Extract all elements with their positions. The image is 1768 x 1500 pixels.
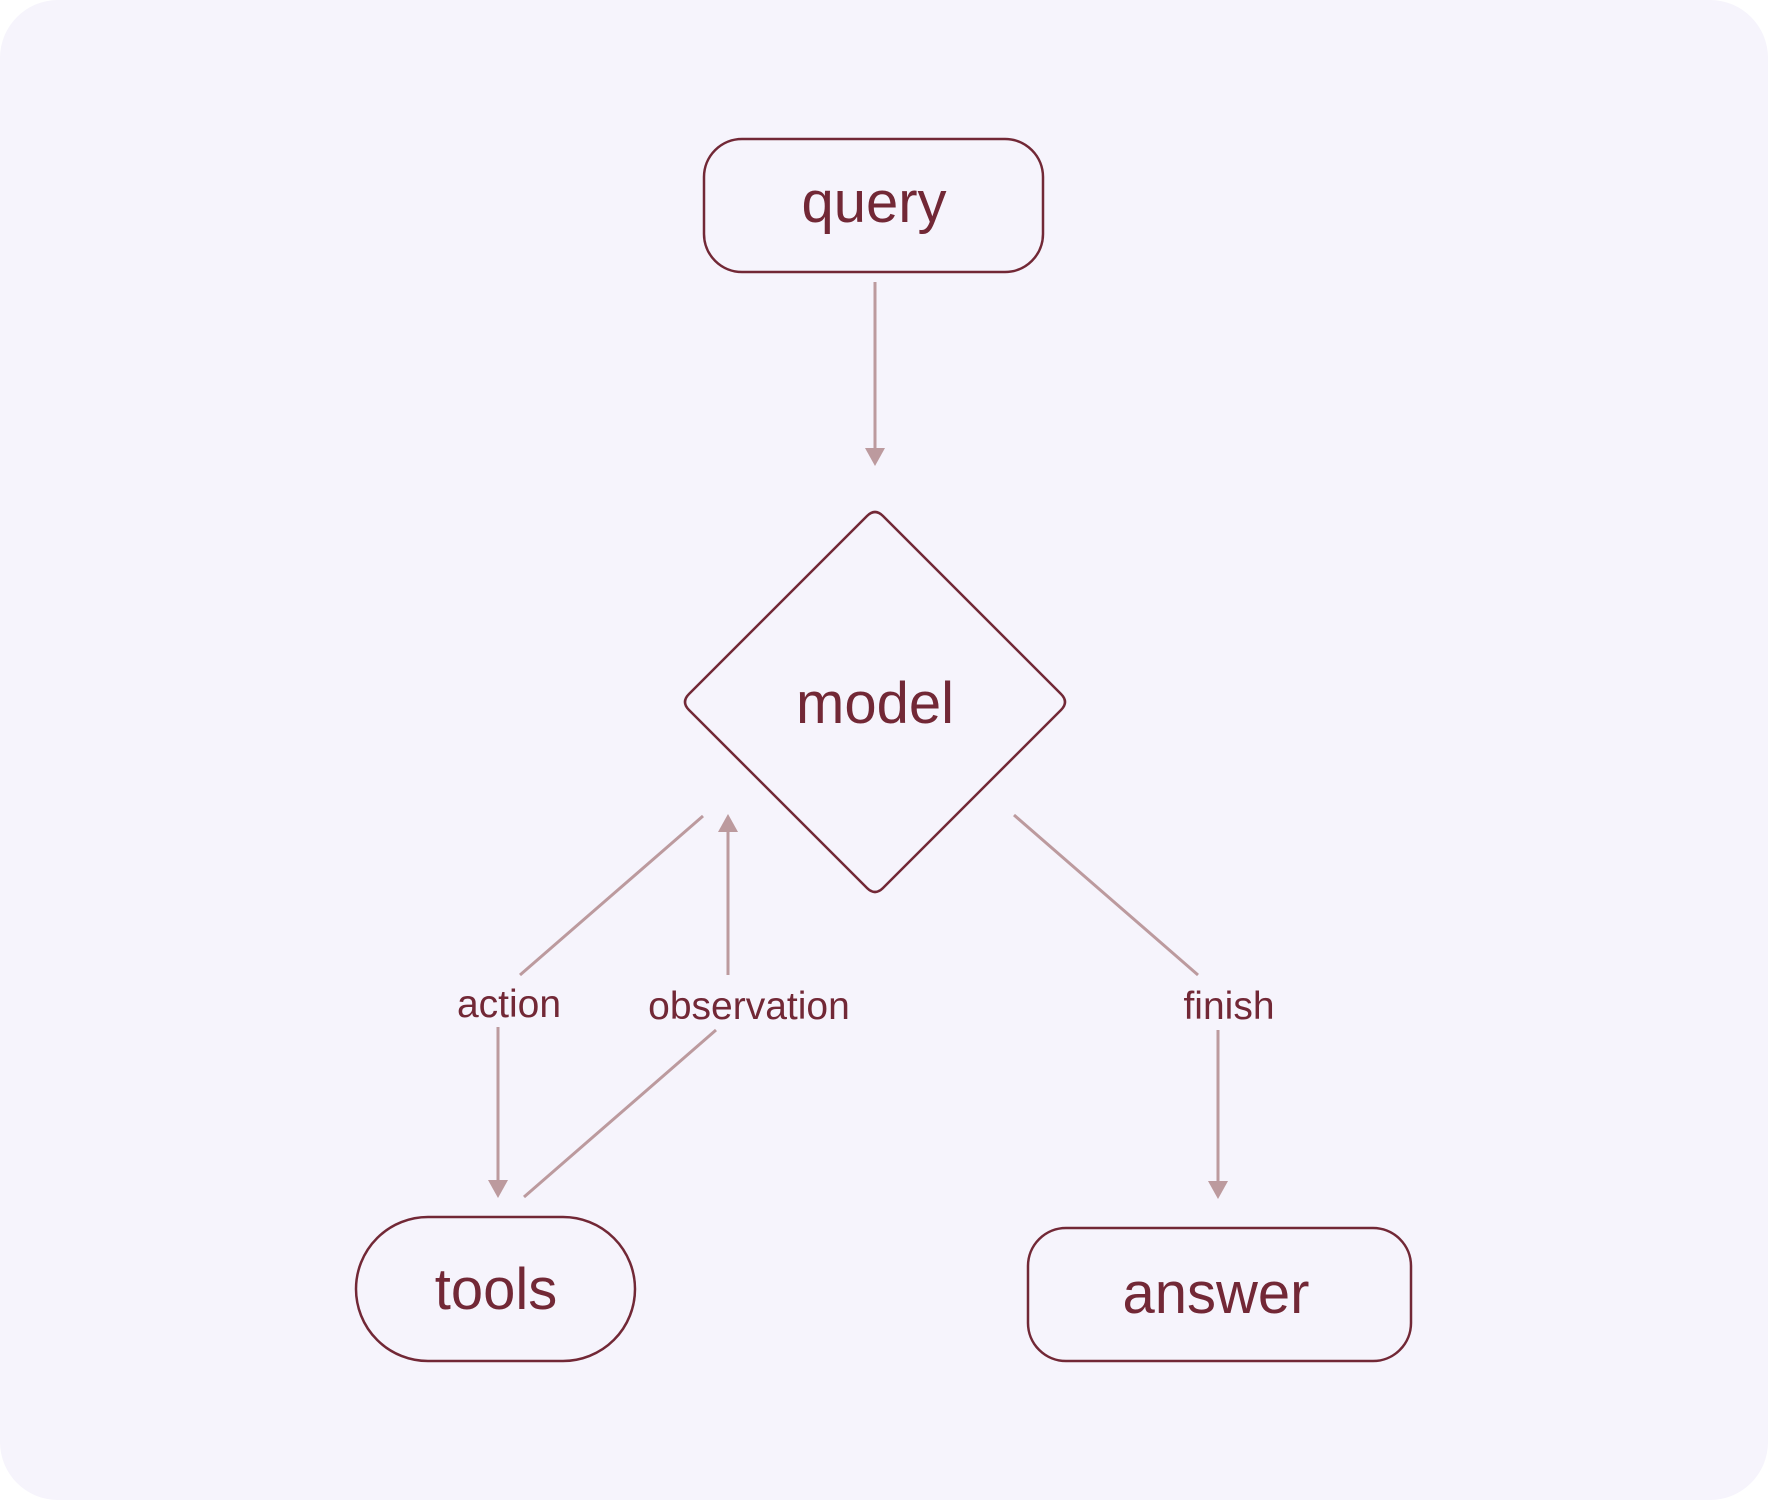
edge-label-finish: finish <box>1183 985 1274 1028</box>
node-query: query <box>702 137 1045 274</box>
edge-label-observation: observation <box>648 985 850 1028</box>
node-model: model <box>683 510 1067 894</box>
edge-observation <box>523 814 738 1199</box>
edge-finish <box>1013 813 1228 1199</box>
edge-action <box>488 814 704 1198</box>
node-answer: answer <box>1026 1226 1413 1363</box>
edge-query-to-model <box>865 282 885 466</box>
node-model-label: model <box>796 671 954 736</box>
node-tools: tools <box>354 1215 637 1363</box>
node-query-label: query <box>801 170 946 235</box>
node-answer-label: answer <box>1123 1261 1310 1326</box>
node-tools-label: tools <box>435 1257 558 1322</box>
edge-label-action: action <box>457 983 561 1026</box>
